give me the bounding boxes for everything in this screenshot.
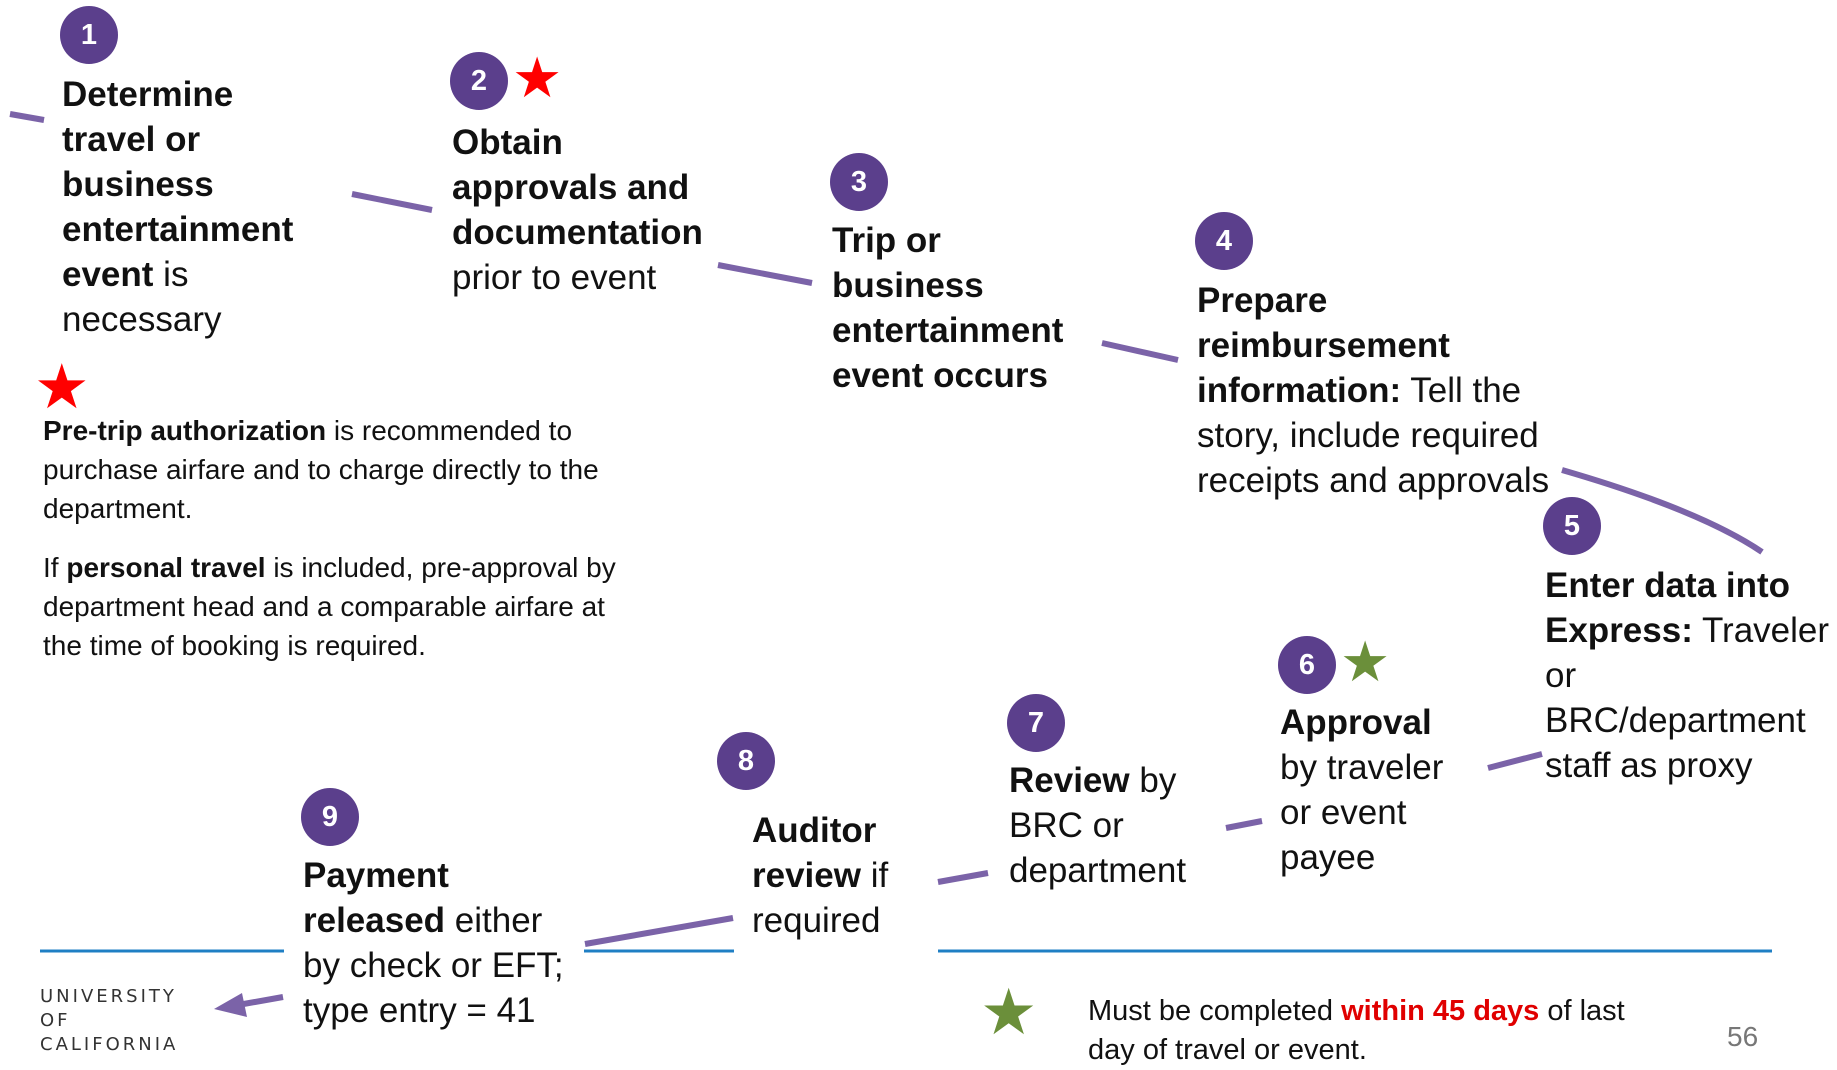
step-4-detail: Tell the story, include required receipt…: [1197, 371, 1550, 500]
deadline-legend: Must be completed within 45 days of last…: [1088, 992, 1648, 1070]
connector-in-to-1: [9, 111, 45, 123]
step-9-title: Payment released: [303, 856, 449, 940]
step-6-detail: by traveler or event payee: [1280, 748, 1444, 877]
step-number: 7: [1027, 706, 1045, 739]
personal-note-title: personal travel: [66, 552, 266, 583]
legend-emphasis: within 45 days: [1341, 995, 1540, 1027]
step-1-detail: is necessary: [62, 255, 222, 339]
step-number: 3: [850, 165, 868, 198]
step-2-title: Obtain approvals and documentatio: [452, 123, 690, 252]
step-number: 9: [321, 800, 339, 833]
step-number: 8: [737, 744, 755, 777]
step-4-text: Prepare reimbursement information: Tell …: [1197, 278, 1577, 503]
step-4-badge: 4: [1195, 212, 1253, 270]
step-1-badge: 1: [60, 6, 118, 64]
step-1-title: Determine travel or business entertainme…: [62, 75, 294, 294]
step-5-text: Enter data into Express: Traveler or BRC…: [1545, 563, 1833, 788]
connector-7-to-8: [937, 870, 989, 885]
step-number: 6: [1298, 648, 1316, 681]
step-5-detail: Traveler or BRC/department staff as prox…: [1545, 611, 1830, 785]
red-star-icon: ★: [34, 353, 90, 422]
connector-5-to-6: [1487, 751, 1543, 771]
step-1-text: Determine travel or business entertainme…: [62, 72, 332, 342]
connector-1-to-2: [351, 191, 433, 213]
step-7-text: Review by BRC or department: [1009, 758, 1209, 893]
step-8-text: Auditor review if required: [752, 808, 932, 943]
step-number: 1: [80, 18, 98, 51]
footer-rule-gap-step9: [284, 944, 584, 958]
step-7-title: Review: [1009, 761, 1130, 800]
step-number: 4: [1215, 224, 1233, 257]
step-7-detail: by BRC or department: [1009, 761, 1187, 890]
personal-travel-note: If personal travel is included, pre-appr…: [43, 548, 643, 665]
step-9-badge: 9: [301, 788, 359, 846]
green-star-icon: ★: [980, 976, 1038, 1048]
connector-3-to-4: [1101, 340, 1179, 363]
step-2-title-end: n: [681, 213, 703, 252]
connector-4-to-5: [1561, 467, 1764, 555]
step-number: 5: [1563, 509, 1581, 542]
step-9-detail: either by check or EFT; type entry = 41: [303, 901, 564, 1030]
step-8-title: Auditor review: [752, 811, 877, 895]
pretrip-note-text: is recommended to purchase airfare and t…: [43, 415, 599, 524]
step-6-badge: 6: [1278, 636, 1336, 694]
step-number: 2: [470, 64, 488, 97]
page-number: 56: [1727, 1021, 1759, 1052]
legend-prefix: Must be completed: [1088, 995, 1342, 1027]
university-logo: UNIVERSITY OF CALIFORNIA: [40, 985, 178, 1057]
legend-suffix: of last day of travel or event.: [1088, 995, 1625, 1066]
step-9-text: Payment released either by check or EFT;…: [303, 853, 573, 1033]
connector-2-to-3: [717, 262, 813, 286]
red-star-icon: ★: [512, 46, 563, 109]
step-3-title: Trip or business entertainment event occ…: [832, 221, 1064, 395]
step-7-badge: 7: [1007, 694, 1065, 752]
step-3-badge: 3: [830, 153, 888, 211]
step-8-badge: 8: [717, 732, 775, 790]
step-6-text: Approval by traveler or event payee: [1280, 700, 1470, 880]
step-3-text: Trip or business entertainment event occ…: [832, 218, 1102, 398]
step-6-title: Approval: [1280, 703, 1432, 742]
step-5-title: Enter data into Express:: [1545, 566, 1791, 650]
pretrip-note-title: Pre-trip authorization: [43, 415, 327, 446]
green-star-icon: ★: [1340, 630, 1391, 693]
personal-note-text: is included, pre-approval by department …: [43, 552, 616, 661]
step-8-detail: if required: [752, 856, 889, 940]
logo-line-1: UNIVERSITY: [40, 986, 177, 1007]
step-2-detail: prior to event: [452, 258, 657, 297]
connector-8-to-9: [584, 915, 734, 947]
step-2-badge: 2: [450, 52, 508, 110]
personal-note-prefix: If: [43, 552, 67, 583]
logo-line-3: CALIFORNIA: [40, 1034, 179, 1055]
connector-6-to-7: [1225, 818, 1263, 831]
footer-rule-gap-step8: [734, 944, 938, 958]
arrow-out-icon: [214, 993, 284, 1017]
step-4-title: Prepare reimbursement information:: [1197, 281, 1450, 410]
step-2-text: Obtain approvals and documentation prior…: [452, 120, 714, 300]
pretrip-note: Pre-trip authorization is recommended to…: [43, 411, 643, 528]
step-5-badge: 5: [1543, 497, 1601, 555]
logo-line-2: OF: [40, 1010, 71, 1031]
